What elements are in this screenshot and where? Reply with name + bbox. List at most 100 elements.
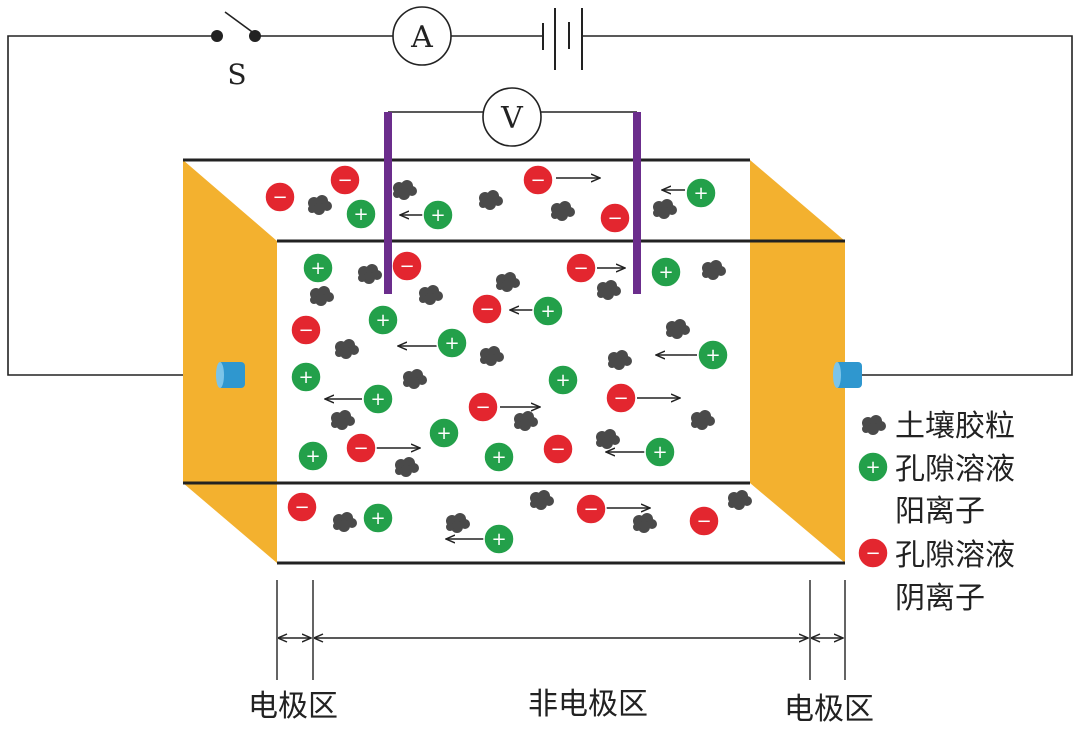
anion-icon: − [471, 293, 503, 325]
non-electrode-zone-label: 非电极区 [528, 687, 648, 722]
soil-box [183, 158, 845, 565]
cation-icon: + [685, 177, 717, 209]
cation-icon: + [345, 198, 377, 230]
legend-anion-label-1: 孔隙溶液 [895, 538, 1015, 573]
cation-legend-icon: + [857, 451, 889, 483]
left-voltage-probe [384, 112, 392, 294]
ion-charge-symbol: + [436, 423, 451, 444]
cation-icon: + [532, 295, 564, 327]
anion-icon: − [345, 432, 377, 464]
cation-icon: + [483, 441, 515, 473]
soil-colloid-icon [403, 369, 427, 389]
ion-charge-symbol: − [530, 170, 545, 191]
ion-charge-symbol: − [613, 388, 628, 409]
ion-charge-symbol: − [353, 438, 368, 459]
soil-colloid-icon [496, 272, 520, 292]
soil-colloid-icon [608, 350, 632, 370]
legend-anion-label-2: 阴离子 [895, 581, 985, 616]
soil-colloid-icon [335, 339, 359, 359]
anion-icon: − [565, 252, 597, 284]
ion-charge-symbol: − [696, 511, 711, 532]
ammeter: A [392, 6, 452, 66]
ion-charge-symbol: + [491, 447, 506, 468]
battery-icon [542, 8, 583, 70]
ion-charge-symbol: − [583, 499, 598, 520]
ion-charge-symbol: + [444, 333, 459, 354]
ion-charge-symbol: + [652, 442, 667, 463]
zone-dimensions [276, 580, 846, 680]
soil-colloid-icon [702, 260, 726, 280]
cation-icon: + [547, 364, 579, 396]
ion-charge-symbol: + [375, 310, 390, 331]
legend-cation-label-1: 孔隙溶液 [895, 452, 1015, 487]
cation-icon: + [436, 327, 468, 359]
soil-colloid-icon [358, 264, 382, 284]
soil-colloid-icon [633, 513, 657, 533]
soil-colloid-icon [530, 490, 554, 510]
ion-charge-symbol: − [479, 299, 494, 320]
ion-charge-symbol: − [475, 397, 490, 418]
ion-charge-symbol: − [337, 170, 352, 191]
soil-colloid-icon [393, 180, 417, 200]
anion-icon: − [575, 493, 607, 525]
anion-icon: − [391, 250, 423, 282]
switch-s: S [211, 11, 261, 91]
soil-colloid-icon [691, 410, 715, 430]
soil-particles: −−−−−−−−−−−−−−−++++++++++++++++++ [264, 164, 752, 555]
soil-colloid-icon [331, 410, 355, 430]
anion-icon: − [467, 391, 499, 423]
ion-charge-symbol: + [370, 508, 385, 529]
cation-icon: + [428, 417, 460, 449]
cation-icon: + [483, 523, 515, 555]
anion-icon: − [688, 505, 720, 537]
cation-icon: + [362, 502, 394, 534]
ion-charge-symbol: + [305, 446, 320, 467]
ion-charge-symbol: + [705, 345, 720, 366]
ion-charge-symbol: − [399, 256, 414, 277]
ion-charge-symbol: + [658, 262, 673, 283]
anion-icon: − [605, 382, 637, 414]
ion-charge-symbol: + [540, 301, 555, 322]
ion-charge-symbol: − [272, 187, 287, 208]
left-connector [216, 362, 245, 388]
cation-icon: + [857, 451, 889, 483]
voltmeter: V [482, 87, 542, 147]
left-electrode-plate [183, 160, 277, 563]
ion-charge-symbol: + [865, 457, 880, 478]
legend-cation-label-2: 阳离子 [895, 494, 985, 529]
ion-charge-symbol: + [370, 389, 385, 410]
soil-colloid-icon [862, 415, 886, 435]
soil-colloid-icon [479, 190, 503, 210]
ion-charge-symbol: − [573, 258, 588, 279]
ion-charge-symbol: + [298, 367, 313, 388]
cation-icon: + [297, 440, 329, 472]
soil-colloid-icon [653, 199, 677, 219]
ion-charge-symbol: − [865, 543, 880, 564]
cation-icon: + [302, 252, 334, 284]
colloid-legend-icon [862, 415, 886, 435]
anion-icon: − [329, 164, 361, 196]
right-electrode-plate [750, 160, 845, 563]
circuit-wires [7, 35, 1073, 376]
legend: 土壤胶粒 + 孔隙溶液 阳离子 − 孔隙溶液 阴离子 [857, 409, 1015, 616]
cation-icon: + [697, 339, 729, 371]
ion-charge-symbol: + [555, 370, 570, 391]
cation-icon: + [644, 436, 676, 468]
soil-colloid-icon [419, 285, 443, 305]
anion-icon: − [542, 433, 574, 465]
cation-icon: + [650, 256, 682, 288]
soil-colloid-icon [480, 346, 504, 366]
cation-icon: + [367, 304, 399, 336]
soil-colloid-icon [597, 280, 621, 300]
soil-colloid-icon [308, 195, 332, 215]
left-electrode-zone-label: 电极区 [248, 689, 338, 724]
ion-charge-symbol: + [310, 258, 325, 279]
ion-charge-symbol: + [430, 205, 445, 226]
switch-label: S [227, 58, 246, 91]
ion-charge-symbol: − [298, 320, 313, 341]
soil-colloid-icon [551, 201, 575, 221]
right-voltage-probe [633, 112, 641, 294]
ion-charge-symbol: − [607, 208, 622, 229]
ion-charge-symbol: + [491, 529, 506, 550]
